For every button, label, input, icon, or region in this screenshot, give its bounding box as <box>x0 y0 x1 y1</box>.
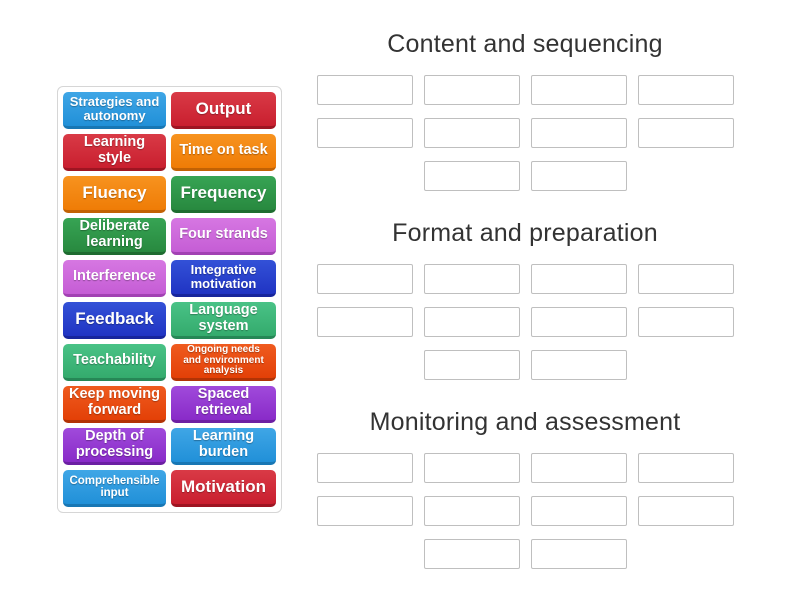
category-group-content-and-sequencing: Content and sequencing <box>315 28 735 191</box>
drop-slot-content-and-sequencing-3[interactable] <box>530 75 627 105</box>
drop-slot-monitoring-and-assessment-2[interactable] <box>423 453 520 483</box>
tile-label: Integrative motivation <box>190 261 257 291</box>
drop-slot-content-and-sequencing-9[interactable] <box>423 161 520 191</box>
tile-label: Depth of processing <box>75 428 154 460</box>
group-title: Monitoring and assessment <box>369 408 681 436</box>
drop-slot-monitoring-and-assessment-10[interactable] <box>530 539 627 569</box>
group-title: Format and preparation <box>392 219 658 247</box>
tile-label: Output <box>195 98 252 118</box>
drop-slot-content-and-sequencing-6[interactable] <box>423 118 520 148</box>
tile-label: Ongoing needs and environment analysis <box>183 343 264 377</box>
slot-grid <box>315 453 735 569</box>
tile-deliberate-learning[interactable]: Deliberate learning <box>63 218 166 255</box>
tile-label: Learning style <box>83 134 146 166</box>
tile-output[interactable]: Output <box>171 92 276 129</box>
tile-label: Comprehensible input <box>69 474 160 499</box>
tile-learning-burden[interactable]: Learning burden <box>171 428 276 465</box>
tile-label: Fluency <box>82 182 147 202</box>
drop-slot-content-and-sequencing-1[interactable] <box>316 75 413 105</box>
category-group-monitoring-and-assessment: Monitoring and assessment <box>315 406 735 569</box>
tile-label: Language system <box>189 302 258 334</box>
tile-motivation[interactable]: Motivation <box>171 470 276 507</box>
drop-slot-content-and-sequencing-4[interactable] <box>637 75 734 105</box>
drop-slot-format-and-preparation-7[interactable] <box>530 307 627 337</box>
drop-slot-format-and-preparation-2[interactable] <box>423 264 520 294</box>
tile-grid: Strategies and autonomy Output Learning … <box>63 92 276 507</box>
tile-language-system[interactable]: Language system <box>171 302 276 339</box>
tile-label: Frequency <box>180 182 267 202</box>
tile-feedback[interactable]: Feedback <box>63 302 166 339</box>
tile-comprehensible-input[interactable]: Comprehensible input <box>63 470 166 507</box>
tile-label: Deliberate learning <box>79 218 150 250</box>
drop-slot-monitoring-and-assessment-1[interactable] <box>316 453 413 483</box>
drop-slot-format-and-preparation-6[interactable] <box>423 307 520 337</box>
tile-label: Interference <box>72 268 156 285</box>
drop-slot-format-and-preparation-5[interactable] <box>316 307 413 337</box>
drop-slot-content-and-sequencing-5[interactable] <box>316 118 413 148</box>
tile-label: Learning burden <box>192 428 255 460</box>
tile-frequency[interactable]: Frequency <box>171 176 276 213</box>
drop-slot-format-and-preparation-10[interactable] <box>530 350 627 380</box>
tile-label: Strategies and autonomy <box>69 93 160 123</box>
drop-slot-monitoring-and-assessment-7[interactable] <box>530 496 627 526</box>
drop-slot-content-and-sequencing-10[interactable] <box>530 161 627 191</box>
drop-slot-format-and-preparation-1[interactable] <box>316 264 413 294</box>
tile-label: Time on task <box>179 142 268 159</box>
tile-time-on-task[interactable]: Time on task <box>171 134 276 171</box>
tile-label: Keep moving forward <box>68 386 161 418</box>
drop-slot-monitoring-and-assessment-9[interactable] <box>423 539 520 569</box>
tile-spaced-retrieval[interactable]: Spaced retrieval <box>171 386 276 423</box>
tile-ongoing-needs-and-environment-analysis[interactable]: Ongoing needs and environment analysis <box>171 344 276 381</box>
tile-label: Four strands <box>179 226 268 243</box>
tile-interference[interactable]: Interference <box>63 260 166 297</box>
slot-grid <box>315 264 735 380</box>
tile-label: Spaced retrieval <box>195 386 252 418</box>
drop-slot-content-and-sequencing-8[interactable] <box>637 118 734 148</box>
tile-label: Feedback <box>75 308 154 328</box>
drop-slot-format-and-preparation-4[interactable] <box>637 264 734 294</box>
tile-label: Motivation <box>181 476 266 496</box>
slot-grid <box>315 75 735 191</box>
drop-slot-monitoring-and-assessment-6[interactable] <box>423 496 520 526</box>
drop-slot-format-and-preparation-9[interactable] <box>423 350 520 380</box>
tile-integrative-motivation[interactable]: Integrative motivation <box>171 260 276 297</box>
tile-panel: Strategies and autonomy Output Learning … <box>57 86 282 513</box>
category-group-format-and-preparation: Format and preparation <box>315 217 735 380</box>
tile-fluency[interactable]: Fluency <box>63 176 166 213</box>
drop-slot-format-and-preparation-3[interactable] <box>530 264 627 294</box>
tile-four-strands[interactable]: Four strands <box>171 218 276 255</box>
tile-keep-moving-forward[interactable]: Keep moving forward <box>63 386 166 423</box>
drop-slot-monitoring-and-assessment-3[interactable] <box>530 453 627 483</box>
groups-area: Content and sequencing Format and prepar… <box>315 28 735 595</box>
tile-strategies-and-autonomy[interactable]: Strategies and autonomy <box>63 92 166 129</box>
drop-slot-content-and-sequencing-7[interactable] <box>530 118 627 148</box>
drop-slot-monitoring-and-assessment-5[interactable] <box>316 496 413 526</box>
tile-label: Teachability <box>73 352 156 369</box>
tile-learning-style[interactable]: Learning style <box>63 134 166 171</box>
tile-teachability[interactable]: Teachability <box>63 344 166 381</box>
drop-slot-monitoring-and-assessment-4[interactable] <box>637 453 734 483</box>
group-title: Content and sequencing <box>387 30 663 58</box>
drop-slot-format-and-preparation-8[interactable] <box>637 307 734 337</box>
drop-slot-content-and-sequencing-2[interactable] <box>423 75 520 105</box>
tile-depth-of-processing[interactable]: Depth of processing <box>63 428 166 465</box>
drop-slot-monitoring-and-assessment-8[interactable] <box>637 496 734 526</box>
